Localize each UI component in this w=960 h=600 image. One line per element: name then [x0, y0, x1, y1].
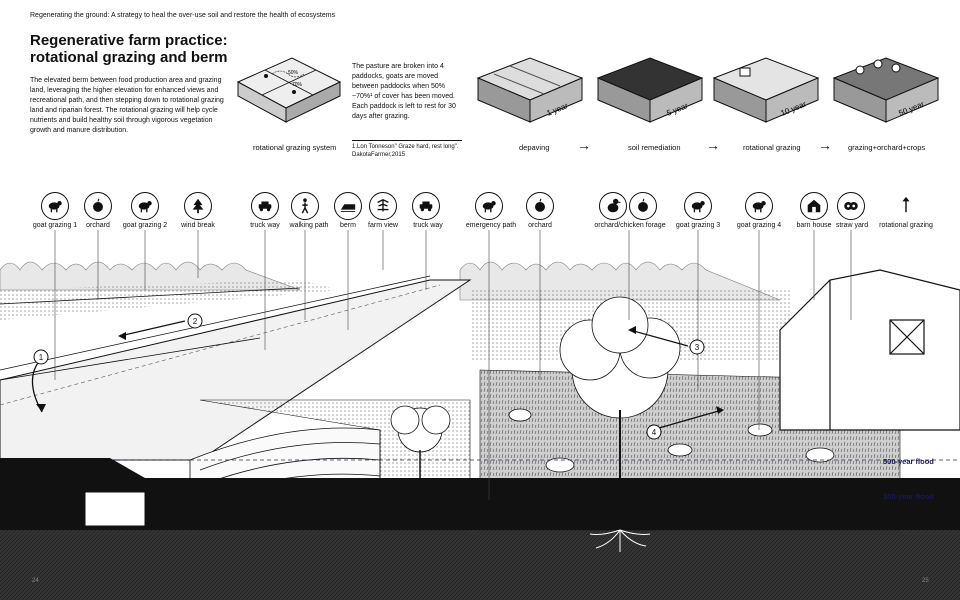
- legend-label-emergency-path: emergency path: [465, 222, 517, 229]
- legend-label-farm-view: farm view: [368, 222, 398, 229]
- paddock-label: 50%: [288, 70, 299, 76]
- stage-label-soil-remediation: soil remediation: [628, 143, 681, 152]
- stage-diagram-soil-remediation: 5 year: [596, 57, 704, 123]
- callout-marker-2: 2: [193, 317, 198, 326]
- page-number-right: 25: [922, 578, 929, 584]
- footnote: 1.Lon Tonneson" Graze hard, rest long". …: [352, 140, 462, 159]
- flood-label-100: 100-year flood: [883, 492, 934, 501]
- timeline-arrow: →: [818, 137, 832, 153]
- legend-label-walking-path: walking path: [289, 222, 329, 229]
- goat-icon: [41, 192, 69, 220]
- legend-label-goat-grazing-2: goat grazing 2: [122, 222, 168, 229]
- legend-label-wind-break: wind break: [181, 222, 215, 229]
- intro-paragraph: The elevated berm between food productio…: [30, 77, 224, 134]
- section-labels: 1 2 3 4 500-year flood 100-year flood 24…: [32, 313, 934, 584]
- stage-diagram-rotational-grazing: 10 year: [712, 57, 820, 123]
- legend-label-orchard-chicken-forage: orchard/chicken forage: [594, 222, 666, 229]
- legend-label-barn-house: barn house: [796, 222, 832, 229]
- goat-icon: [475, 192, 503, 220]
- title-line-1: Regenerative farm practice:: [30, 32, 228, 49]
- legend-label-goat-grazing-3: goat grazing 3: [675, 222, 721, 229]
- callout-marker-3: 3: [695, 343, 700, 352]
- stage-label-grazing-orchard-crops: grazing+orchard+crops: [848, 143, 926, 152]
- grazing-system-diagram: 50% 70%: [236, 57, 342, 123]
- berm-icon: [334, 192, 362, 220]
- legend-label-orchard: orchard: [86, 222, 110, 229]
- legend-label-berm: berm: [340, 222, 356, 229]
- goat-icon: [131, 192, 159, 220]
- grazing-system-caption: rotational grazing system: [253, 143, 337, 152]
- legend-label-rotational-grazing: rotational grazing: [879, 222, 933, 229]
- goat-icon: [745, 192, 773, 220]
- truck-icon: [412, 192, 440, 220]
- apple-icon: [526, 192, 554, 220]
- page-title: Regenerative farm practice: rotational g…: [30, 32, 270, 66]
- stage-label-rotational-grazing: rotational grazing: [743, 143, 801, 152]
- legend-label-truck-way-2: truck way: [413, 222, 443, 229]
- page-number-left: 24: [32, 578, 39, 584]
- timeline-arrow: →: [577, 137, 591, 153]
- legend-label-goat-grazing-4: goat grazing 4: [736, 222, 782, 229]
- legend-label-goat-grazing-1: goat grazing 1: [32, 222, 78, 229]
- paddock-note: The pasture are broken into 4 paddocks, …: [352, 63, 456, 120]
- truck-icon: [251, 192, 279, 220]
- document-header: Regenerating the ground: A strategy to h…: [30, 12, 336, 19]
- up-arrow-icon: [893, 192, 919, 218]
- legend-label-orchard-2: orchard: [528, 222, 552, 229]
- chicken-icon: [599, 192, 627, 220]
- paddock-label: 70%: [292, 82, 303, 88]
- callout-marker-4: 4: [652, 428, 657, 437]
- timeline-arrow: →: [706, 137, 720, 153]
- pine-tree-icon: [184, 192, 212, 220]
- barn-icon: [800, 192, 828, 220]
- stage-label-depaving: depaving: [519, 143, 550, 152]
- apple-icon: [629, 192, 657, 220]
- hay-bale-icon: [837, 192, 865, 220]
- walking-person-icon: [291, 192, 319, 220]
- title-line-2: rotational grazing and berm: [30, 49, 228, 66]
- stage-diagram-grazing-orchard-crops: 50 year: [832, 57, 940, 123]
- section-drawing: [0, 230, 960, 600]
- goat-icon: [684, 192, 712, 220]
- stage-diagram-depaving: 1 year: [476, 57, 584, 123]
- callout-marker-1: 1: [39, 353, 44, 362]
- flood-label-500: 500-year flood: [883, 457, 934, 466]
- legend-label-truck-way: truck way: [250, 222, 280, 229]
- binoculars-icon: [369, 192, 397, 220]
- apple-icon: [84, 192, 112, 220]
- legend-label-straw-yard: straw yard: [835, 222, 869, 229]
